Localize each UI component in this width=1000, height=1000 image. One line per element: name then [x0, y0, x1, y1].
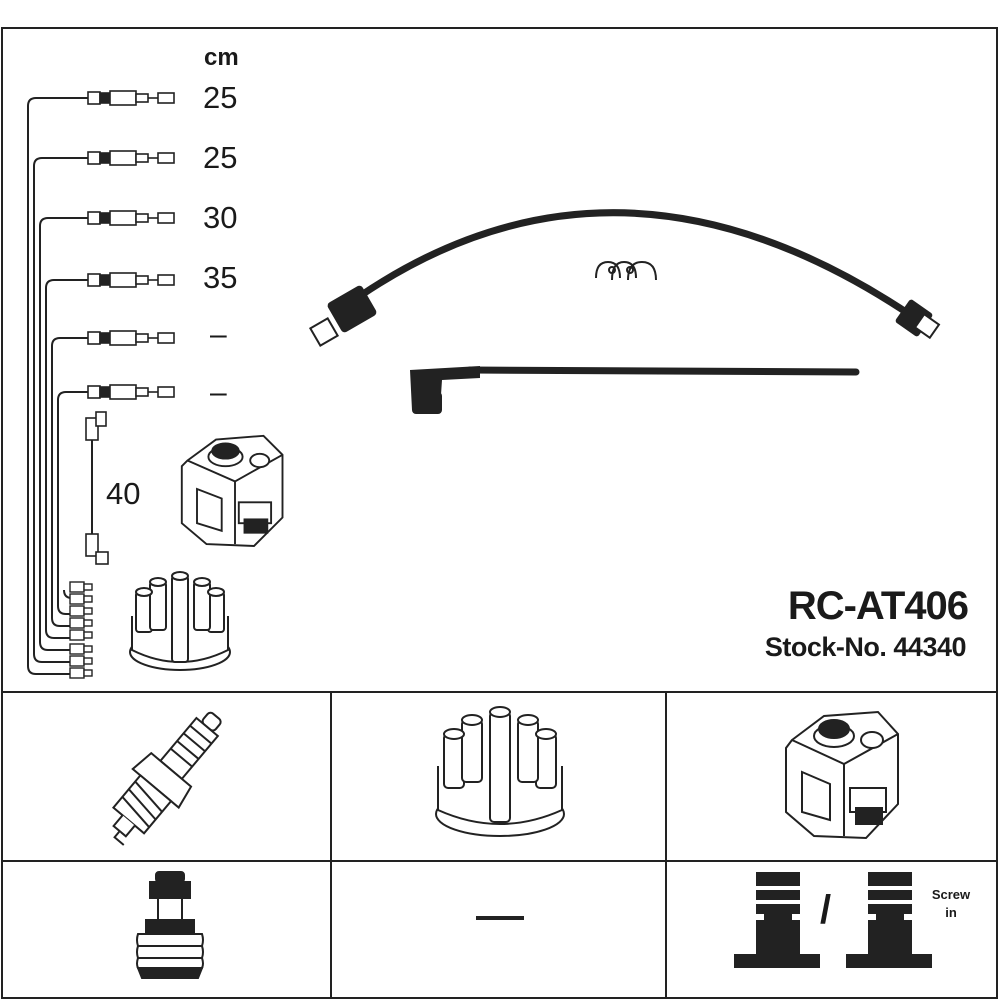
lead-length-4: 35 — [203, 260, 238, 295]
spark-plug-icon — [111, 711, 222, 846]
screw-label-line1: Screw — [931, 887, 971, 902]
terminal-icon-right — [846, 872, 932, 968]
distributor-cap-icon — [435, 706, 565, 837]
ignition-coil-icon — [785, 710, 899, 840]
coil-lead — [85, 411, 109, 565]
terminal-separator: / — [820, 888, 832, 932]
coil-lead-length: 40 — [106, 476, 141, 511]
retaining-clips-icon — [595, 260, 657, 281]
unit-label: cm — [204, 44, 239, 71]
lead-wiring — [27, 97, 88, 675]
screw-label-line2: in — [945, 905, 957, 920]
lead-connector-3 — [87, 210, 175, 226]
terminal-icon-left — [734, 872, 820, 968]
lead-connector-2 — [87, 150, 175, 166]
lead-connector-6 — [87, 384, 175, 400]
distributor-cap-icon-small — [129, 571, 231, 671]
lead-length-2: 25 — [203, 140, 238, 175]
lead-connector-4 — [87, 272, 175, 288]
lead-connector-1 — [87, 90, 175, 106]
lead-connector-5 — [87, 330, 175, 346]
lead-length-6: – — [210, 376, 227, 409]
lead-length-5: – — [210, 318, 227, 351]
product-code: RC-AT406 — [787, 584, 969, 628]
ignition-coil-icon-small — [180, 434, 284, 547]
lead-length-1: 25 — [203, 80, 238, 115]
long-curved-lead — [308, 209, 941, 348]
straight-coil-lead — [410, 366, 860, 414]
stock-number: Stock-No. 44340 — [764, 632, 967, 662]
screw-in-label: Screw in — [926, 886, 976, 922]
outer-frame — [1, 27, 998, 999]
distributor-end-terminals — [69, 581, 93, 679]
plug-connector-icon — [136, 871, 204, 979]
lead-connectors — [87, 90, 175, 400]
lead-length-3: 30 — [203, 200, 238, 235]
